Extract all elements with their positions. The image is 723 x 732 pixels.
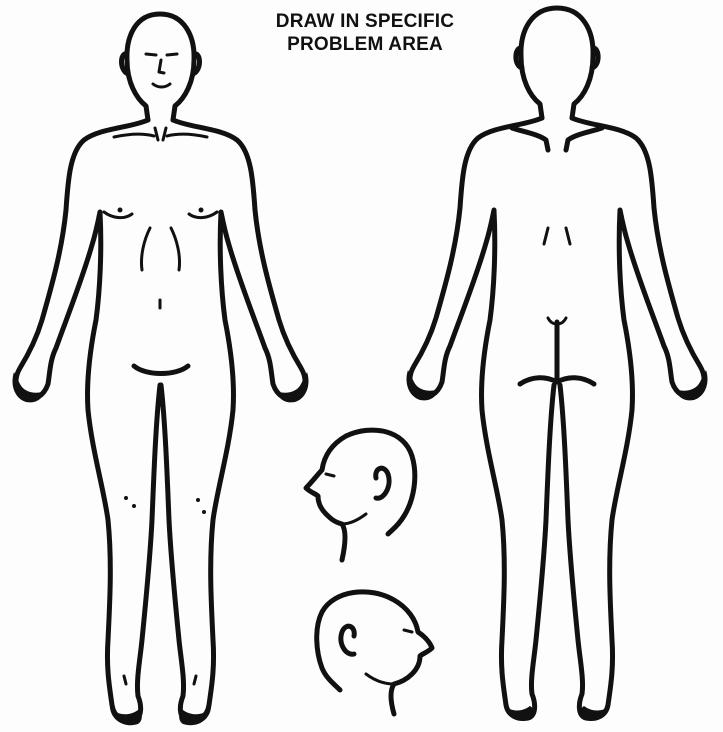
- side-head-right-eye: [404, 630, 412, 632]
- front-left-ankle: [124, 676, 126, 684]
- side-head-left-ear[interactable]: [376, 468, 389, 498]
- back-left-buttock-line: [520, 378, 557, 384]
- front-right-eye: [167, 54, 177, 55]
- front-left-chest: [104, 212, 132, 218]
- front-right-ankle: [194, 676, 196, 684]
- back-left-shoulder-blade: [512, 128, 548, 150]
- front-right-side-outline[interactable]: [161, 120, 305, 720]
- front-body-figure[interactable]: [13, 14, 309, 725]
- front-left-rib-line: [141, 228, 150, 270]
- front-left-nipple: [118, 208, 123, 213]
- back-left-lower-back-mark: [544, 228, 548, 244]
- front-right-chest: [189, 212, 217, 218]
- front-left-knee-mark-2: [132, 504, 136, 508]
- side-head-left-jaw: [342, 514, 366, 524]
- back-right-buttock-line: [557, 378, 594, 384]
- side-head-right-outline[interactable]: [317, 592, 432, 714]
- front-left-collarbone: [114, 134, 154, 137]
- back-right-lower-back-mark: [566, 228, 570, 244]
- front-left-knee-mark: [124, 496, 128, 500]
- front-pelvis-line: [134, 366, 188, 374]
- front-right-knee-mark: [196, 498, 200, 502]
- front-left-eye: [146, 54, 156, 55]
- side-head-right-ear[interactable]: [341, 626, 354, 654]
- front-right-knee-mark-2: [202, 510, 206, 514]
- back-left-side-outline[interactable]: [410, 118, 554, 718]
- side-head-right-jaw: [366, 674, 394, 684]
- front-right-rib-line: [171, 228, 180, 270]
- front-mouth: [153, 84, 170, 87]
- back-body-figure[interactable]: [407, 8, 708, 720]
- side-head-right-profile[interactable]: [317, 592, 432, 714]
- front-sternum-notch: [155, 128, 166, 140]
- back-head-outline[interactable]: [521, 8, 593, 118]
- back-right-shoulder-blade: [566, 128, 602, 150]
- side-head-left-profile[interactable]: [306, 430, 415, 560]
- side-head-left-outline[interactable]: [306, 430, 415, 560]
- front-right-collarbone: [167, 134, 207, 137]
- front-right-nipple: [199, 208, 204, 213]
- front-nose: [159, 60, 164, 73]
- side-head-left-eye: [326, 474, 334, 476]
- front-left-side-outline[interactable]: [16, 120, 160, 720]
- back-right-side-outline[interactable]: [560, 118, 704, 718]
